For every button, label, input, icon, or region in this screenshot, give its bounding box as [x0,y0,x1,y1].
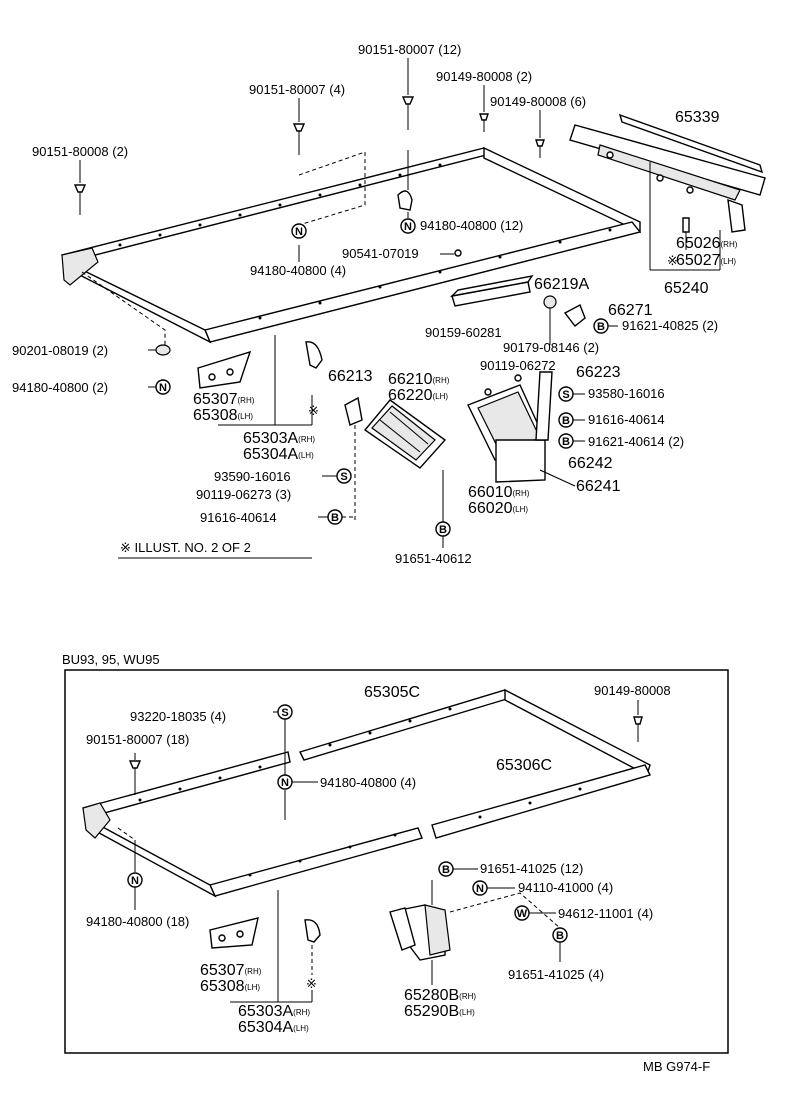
label-65026: 65026(RH) [676,235,738,252]
label-90119-06273-3: 90119-06273 (3) [196,487,291,502]
marker-W: W [517,908,528,920]
bracket-65307-top-part [81,271,323,426]
top-markers: N N N B S B B S B B [148,218,618,548]
top-frame-rails [60,146,642,344]
label-90541-07019: 90541-07019 [342,246,419,261]
label-90151-80007-4: 90151-80007 (4) [249,82,345,97]
label-90119-06272: 90119-06272 [480,358,556,373]
bottom-illustration: S N N B N W B 65305C 90149-80008 93220-1… [82,683,671,1036]
label-94180-40800-18: 94180-40800 (18) [86,914,189,929]
marker-S: S [281,707,288,719]
label-90151-80007-12: 90151-80007 (12) [358,42,461,57]
label-66241: 66241 [576,478,621,495]
marker-S: S [340,471,347,483]
label-66010: 66010(RH) [468,484,530,501]
models-caption: BU93, 95, WU95 [62,652,160,667]
marker-N: N [281,777,289,789]
label-65305C: 65305C [364,684,420,701]
label-65280B: 65280B(RH) [404,987,476,1004]
label-65303A-top: 65303A(RH) [243,430,315,447]
marker-B: B [562,436,570,448]
rail-65339-part [569,113,766,271]
label-66020: 66020(LH) [468,500,528,517]
label-90159-60281: 90159-60281 [425,325,502,340]
label-90151-80007-18: 90151-80007 (18) [86,732,189,747]
label-93580-16016: 93580-16016 [588,386,665,401]
label-65304A-top: 65304A(LH) [243,446,314,463]
marker-N: N [131,875,139,887]
illust-note: ※ ILLUST. NO. 2 OF 2 [120,540,251,555]
marker-N: N [295,226,303,238]
label-65027: 65027(LH) [676,252,736,269]
mudguard-66010-part [467,371,576,487]
label-65308-top: 65308(LH) [193,407,253,424]
marker-B: B [562,415,570,427]
label-91621-40614-2: 91621-40614 (2) [588,434,684,449]
label-65307-bottom: 65307(RH) [200,962,262,979]
asterisk-mark: ※ [306,976,317,991]
top-labels: 90151-80007 (12) 90151-80007 (4) 90149-8… [12,42,738,566]
label-91651-40612: 91651-40612 [395,551,472,566]
label-90149-80008: 90149-80008 [594,683,671,698]
label-91651-41025-4: 91651-41025 (4) [508,967,604,982]
label-66223: 66223 [576,364,621,381]
marker-N: N [159,382,167,394]
label-90179-08146-2: 90179-08146 (2) [503,340,599,355]
marker-B: B [331,512,339,524]
asterisk-mark: ※ [667,253,678,268]
label-94612-11001-4: 94612-11001 (4) [558,906,653,921]
label-66220: 66220(LH) [388,387,448,404]
label-90149-80008-2: 90149-80008 (2) [436,69,532,84]
label-94180-40800-12: 94180-40800 (12) [420,218,523,233]
label-94180-40800-2: 94180-40800 (2) [12,380,108,395]
label-65304A-bottom: 65304A(LH) [238,1019,309,1036]
top-bolts [73,58,545,262]
label-66242: 66242 [568,455,613,472]
label-90149-80008-6: 90149-80008 (6) [490,94,586,109]
label-65339: 65339 [675,109,720,126]
marker-N: N [476,883,484,895]
marker-B: B [556,930,564,942]
label-91621-40825-2: 91621-40825 (2) [622,318,718,333]
bottom-frame-box [64,669,729,1054]
figure-code: MB G974-F [643,1059,710,1074]
marker-B: B [442,864,450,876]
label-91616-40614-a: 91616-40614 [588,412,665,427]
label-66219A: 66219A [534,276,589,293]
bracket-66219A-part [449,275,534,307]
label-91651-41025-12: 91651-41025 (12) [480,861,583,876]
label-66213: 66213 [328,368,373,385]
marker-B: B [439,524,447,536]
asterisk-mark: ※ [308,403,319,418]
label-65306C: 65306C [496,757,552,774]
label-65290B: 65290B(LH) [404,1003,475,1020]
label-91616-40614-b: 91616-40614 [200,510,277,525]
label-65240: 65240 [664,280,709,297]
plate-66210-part [344,396,447,520]
marker-N: N [404,221,412,233]
label-65308-bottom: 65308(LH) [200,978,260,995]
label-66271: 66271 [608,302,653,319]
label-66210: 66210(RH) [388,371,450,388]
label-90151-80008-2: 90151-80008 (2) [32,144,128,159]
label-90201-08019-2: 90201-08019 (2) [12,343,108,358]
label-94180-40800-4: 94180-40800 (4) [320,775,416,790]
label-65307-top: 65307(RH) [193,391,255,408]
label-94110-41000-4: 94110-41000 (4) [518,880,613,895]
label-93220-18035-4: 93220-18035 (4) [130,709,226,724]
label-65303A-bottom: 65303A(RH) [238,1003,310,1020]
top-illustration: N N N B S B B S B B [12,42,766,566]
marker-S: S [562,389,569,401]
label-94180-40800-4: 94180-40800 (4) [250,263,346,278]
marker-B: B [597,321,605,333]
clip-66271-part [543,295,586,345]
label-93590-16016: 93590-16016 [214,469,291,484]
